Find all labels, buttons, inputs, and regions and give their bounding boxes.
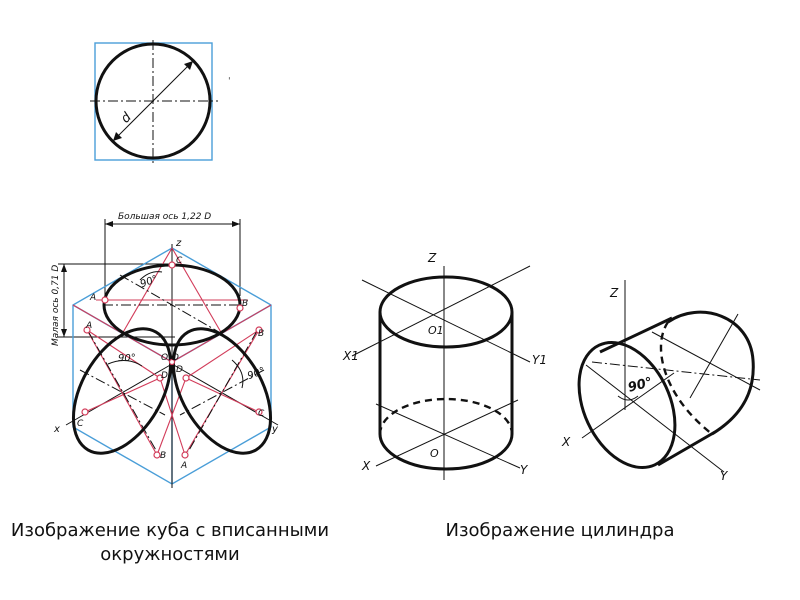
cyl-v-bottom-center-label: O <box>430 447 439 460</box>
label-a-bottom: A <box>180 461 187 471</box>
top-ellipse-axis-2 <box>119 274 225 336</box>
cube-axis-y-label: y <box>271 424 279 435</box>
label-a-top: A <box>89 293 96 303</box>
cyl-h-axis-z-label: Z <box>609 286 619 300</box>
arrow-head-upper <box>184 61 193 70</box>
cyl-v-top-axis-x1 <box>351 265 531 357</box>
cyl-h-back-ellipse-hidden <box>659 321 713 435</box>
construction-points <box>81 261 263 459</box>
arrow-head-lower <box>113 132 122 141</box>
angle-arc-right <box>231 359 244 389</box>
angle-left-label: 90° <box>118 353 136 364</box>
cyl-v-axis-y1-label: Y1 <box>532 353 547 367</box>
tick-mark: ˌ <box>228 71 230 81</box>
diameter-label: d <box>118 110 135 127</box>
cyl-v-bottom-front <box>378 433 514 471</box>
cube-caption: Изображение куба с вписанными окружностя… <box>10 520 330 565</box>
cyl-h-back-axis-1 <box>651 331 761 391</box>
diameter-line <box>112 60 194 142</box>
major-axis-arrow-right <box>232 221 240 227</box>
cyl-v-axis-z-label: Z <box>427 251 437 265</box>
label-o: O <box>161 353 168 363</box>
right-ellipse-axis <box>187 330 258 453</box>
label-c-left: C <box>77 419 84 429</box>
right-ellipse <box>171 327 273 455</box>
cube-axis-z-label: z <box>175 238 182 249</box>
label-c-right: C <box>258 409 265 419</box>
cyl-v-bottom-axis-y <box>375 403 521 469</box>
label-d-left: D <box>161 371 168 381</box>
left-ellipse-axis-2 <box>79 369 166 416</box>
cyl-h-angle-label: 90° <box>626 375 654 396</box>
horizontal-cylinder: Z 90° X Y <box>561 280 761 483</box>
angle-arc-left <box>107 360 143 367</box>
label-b-top: B <box>242 299 248 309</box>
cyl-h-back-axis-2 <box>689 313 739 399</box>
cyl-h-axis-y-label: Y <box>720 469 729 483</box>
cyl-v-bottom-back <box>378 397 514 435</box>
left-ellipse-axis <box>87 330 158 453</box>
label-b-bottom: B <box>160 451 166 461</box>
cyl-h-top-edge <box>599 316 673 354</box>
minor-axis-arrow-bottom <box>61 329 67 337</box>
isometric-cube: Большая ось 1,22 D Малая ось 0,71 D z x … <box>51 212 279 488</box>
label-d-center: D <box>172 353 179 363</box>
right-ellipse-axis-2 <box>179 369 265 416</box>
cube-axis-x <box>65 363 173 426</box>
cyl-h-center-axis <box>591 361 761 381</box>
angle-right-label: 90° <box>246 366 266 382</box>
major-axis-arrow-left <box>105 221 113 227</box>
cyl-h-front-axis-x <box>581 372 675 439</box>
cyl-h-front-ellipse <box>577 340 677 470</box>
cyl-v-top-ellipse <box>378 275 514 349</box>
cyl-h-angle-arc <box>617 395 639 401</box>
cyl-v-axis-x-label: X <box>361 459 371 473</box>
cyl-v-top-axis-y1 <box>361 279 531 363</box>
minor-axis-arrow-top <box>61 264 67 272</box>
minor-axis-label: Малая ось 0,71 D <box>51 265 61 346</box>
label-b-right: B <box>258 329 264 339</box>
cyl-h-back-ellipse-visible <box>667 310 755 436</box>
cyl-v-axis-x1-label: X1 <box>342 349 359 363</box>
vertical-cylinder: Z X1 Y1 X Y O1 O <box>342 251 547 480</box>
cyl-v-top-center-label: O1 <box>428 324 444 337</box>
angle-top-label: 90° <box>139 274 159 290</box>
label-d-right: D <box>176 365 183 375</box>
cyl-h-axis-x-label: X <box>561 435 571 449</box>
cyl-v-bottom-axis-x <box>375 399 519 467</box>
cylinder-caption: Изображение цилиндра <box>445 520 675 541</box>
square-with-circle: d ˌ <box>90 40 230 166</box>
major-axis-label: Большая ось 1,22 D <box>118 212 211 222</box>
label-a-left: A <box>85 321 92 331</box>
cyl-h-bottom-edge <box>657 430 716 467</box>
label-c-top: C <box>176 256 183 266</box>
cyl-h-front-axis-y <box>585 364 725 473</box>
angle-arc-top <box>139 271 163 281</box>
cyl-v-axis-y-label: Y <box>520 463 529 477</box>
cube-axis-x-label: x <box>53 424 60 435</box>
